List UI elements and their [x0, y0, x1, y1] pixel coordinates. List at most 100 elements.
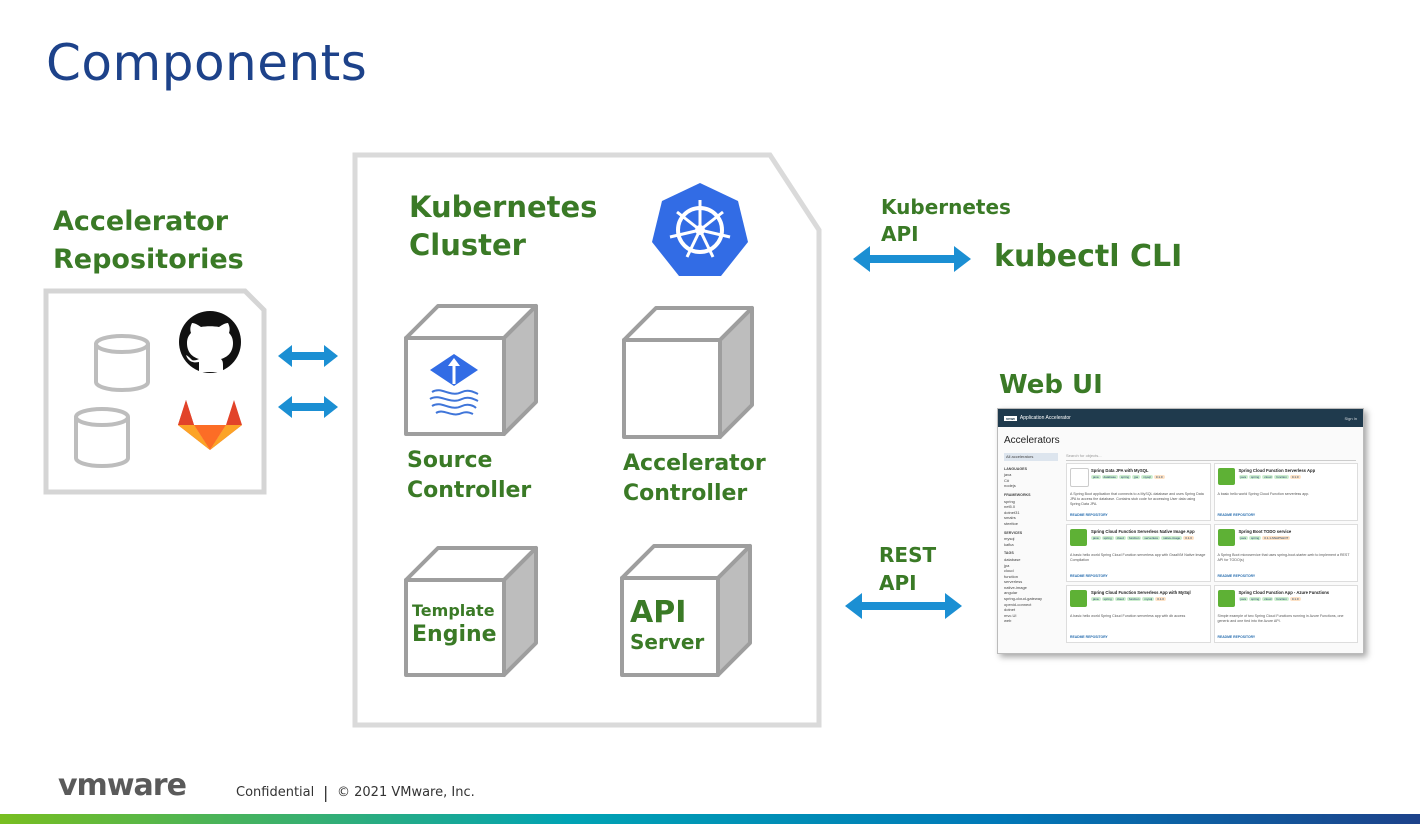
cluster-label-line2: Cluster	[409, 228, 526, 262]
webui-card-tag: cloud	[1114, 597, 1126, 601]
webui-card-links: README REPOSITORY	[1070, 635, 1108, 639]
webui-card-title: Spring Cloud Function Serverless App wit…	[1091, 590, 1191, 595]
webui-card-icon	[1217, 468, 1235, 485]
webui-card-tag: spring	[1249, 475, 1262, 479]
webui-sidebar-item: native-image	[1004, 584, 1027, 590]
webui-card-links: README REPOSITORY	[1217, 513, 1256, 517]
webui-card-tag: java	[1238, 536, 1249, 540]
webui-card-tag: java	[1238, 475, 1249, 479]
slide-title: Components	[46, 34, 368, 92]
webui-sidebar-item: C#	[1004, 477, 1010, 483]
webui-sidebar-item: java	[1004, 472, 1012, 478]
webui-card-tag: 0.1.0	[1183, 536, 1194, 540]
webui-card-icon	[1070, 590, 1087, 607]
repositories-label-line1: Accelerator	[53, 206, 229, 237]
webui-sidebar-item: openid-connect	[1004, 601, 1032, 607]
webui-card-icon	[1217, 590, 1235, 607]
database-icon	[94, 334, 150, 392]
webui-card-links: README REPOSITORY	[1217, 574, 1256, 578]
rest-api-arrow	[845, 593, 962, 619]
webui-card-description: A Spring Boot application that connects …	[1070, 492, 1204, 506]
webui-sidebar-item: jpa	[1004, 562, 1010, 568]
webui-card-tag: serverless	[1142, 536, 1161, 540]
rest-api-label: REST API	[879, 541, 936, 597]
gitlab-icon	[178, 400, 242, 450]
webui-card-tag: function	[1126, 536, 1142, 540]
kubernetes-logo-icon	[652, 183, 748, 276]
webui-sidebar-item: dotnet31	[1004, 509, 1020, 515]
webui-card-title: Spring Cloud Function App - Azure Functi…	[1238, 590, 1330, 595]
webui-card-tag: spring	[1249, 536, 1262, 540]
webui-card-tag: function	[1274, 597, 1289, 601]
webui-sidebar-item: web	[1004, 618, 1012, 624]
webui-card-tag: function	[1126, 597, 1142, 601]
webui-card-links: README REPOSITORY	[1217, 635, 1256, 639]
webui-card-title: Spring Cloud Function Serverless Native …	[1091, 529, 1195, 534]
webui-card-description: Simple example of two Spring Cloud Funct…	[1217, 614, 1344, 623]
webui-card-tag: java	[1091, 475, 1101, 479]
webui-card-tag: 0.1.0	[1289, 597, 1301, 601]
kubernetes-api-label: Kubernetes API	[881, 194, 1011, 248]
footer-gradient-bar	[0, 814, 1420, 824]
repo-arrow-1	[278, 345, 338, 367]
webui-app-title: Application Accelerator	[1019, 415, 1071, 421]
repositories-label-line2: Repositories	[53, 244, 244, 275]
webui-card-tag: function	[1274, 475, 1289, 479]
webui-sidebar-item: dotnet	[1004, 607, 1016, 613]
webui-card-description: A basic hello world Spring Cloud Functio…	[1070, 614, 1186, 618]
webui-sidebar-group: SERVICES	[1004, 530, 1023, 535]
webui-sidebar-item: steeltoe	[1004, 520, 1019, 526]
webui-card-tag: jpa	[1132, 475, 1141, 479]
template-engine-label: Template Engine	[412, 600, 497, 648]
api-server-cube	[620, 544, 752, 677]
webui-card-tag: 0.1.0	[1289, 475, 1301, 479]
webui-card-description: A Spring Boot microservice that uses spr…	[1217, 553, 1350, 562]
github-icon	[179, 311, 241, 373]
accelerator-controller-label: Accelerator Controller	[623, 449, 766, 509]
repo-arrow-2	[278, 396, 338, 418]
kubernetes-api-line2: API	[881, 222, 919, 246]
webui-card-icon	[1070, 468, 1089, 487]
webui-card-tag: java	[1091, 597, 1101, 601]
kubectl-label: kubectl CLI	[994, 239, 1183, 274]
webui-sidebar-group: LANGUAGES	[1004, 466, 1027, 471]
webui-card-icon	[1217, 529, 1235, 546]
web-ui-label: Web UI	[999, 370, 1103, 400]
accelerator-controller-line2: Controller	[623, 481, 748, 506]
webui-card-tag: spring	[1101, 597, 1114, 601]
webui-all-accelerators: All accelerators	[1004, 453, 1058, 461]
webui-card-tag: 0.1.0	[1153, 475, 1165, 479]
webui-card-tag: mysql	[1142, 597, 1155, 601]
webui-sidebar-group: TAGS	[1004, 551, 1014, 556]
webui-card-links: README REPOSITORY	[1070, 513, 1108, 517]
footer-copyright: © 2021 VMware, Inc.	[337, 785, 475, 800]
webui-sidebar-item: spring	[1004, 498, 1015, 504]
webui-sidebar-item: serverless	[1004, 579, 1023, 585]
webui-sidebar-item: mvc.UI	[1004, 612, 1017, 618]
webui-card-tag: database	[1101, 475, 1118, 479]
source-controller-line2: Controller	[407, 478, 532, 503]
webui-card-tag: spring	[1101, 536, 1114, 540]
kubernetes-api-arrow	[853, 246, 971, 272]
webui-card-tag: native-image	[1161, 536, 1183, 540]
api-server-line1: API	[630, 595, 687, 630]
webui-card-tag: cloud	[1114, 536, 1126, 540]
source-controller-label: Source Controller	[407, 446, 531, 506]
webui-card-description: A basic hello world Spring Cloud Functio…	[1070, 553, 1206, 562]
api-server-label: API Server	[630, 595, 704, 655]
webui-card-tag: spring	[1118, 475, 1132, 479]
database-icon	[74, 407, 130, 468]
webui-card-tag: mysql	[1141, 475, 1153, 479]
webui-sidebar-item: spring-cloud-gateway	[1004, 596, 1043, 602]
webui-card-tag: java	[1091, 536, 1101, 540]
webui-sidebar-item: nodejs	[1004, 483, 1016, 489]
webui-card-title: Spring Data JPA with MySQL	[1091, 468, 1149, 473]
